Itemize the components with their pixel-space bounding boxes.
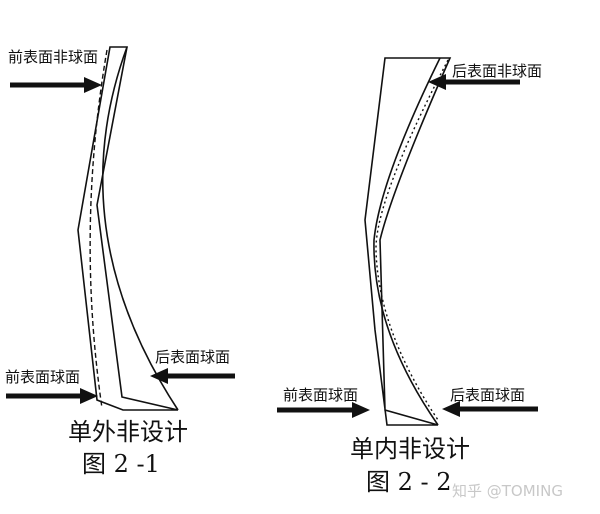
lens-2-rear-reference-dotted: [375, 59, 449, 421]
arrow-rear-aspheric: [428, 74, 520, 90]
label-rear-aspheric: 后表面非球面: [452, 62, 542, 80]
lens-1-rear-spherical-surface: [101, 46, 179, 411]
lens-2-rear-aspheric-surface: [373, 57, 441, 426]
label-rear-spherical-2: 后表面球面: [450, 386, 525, 404]
caption-number-2: 图 2 - 2: [366, 468, 452, 496]
caption-title-2: 单内非设计: [350, 435, 470, 463]
lens-2-outer-edge: [364, 57, 452, 426]
arrow-rear-spherical-1: [150, 368, 235, 384]
label-front-spherical-1: 前表面球面: [5, 368, 80, 386]
watermark: 知乎 @TOMING: [452, 482, 563, 500]
label-front-spherical-2: 前表面球面: [283, 386, 358, 404]
caption-number-1: 图 2 -1: [82, 450, 160, 478]
lens-1-front-reference-dashed: [89, 49, 108, 409]
caption-title-1: 单外非设计: [68, 418, 188, 446]
label-rear-spherical-1: 后表面球面: [155, 348, 230, 366]
figure-2-1: 前表面非球面 后表面球面 前表面球面 单外非设计 图 2 -1: [5, 46, 235, 478]
figure-2-2: 后表面非球面 前表面球面 后表面球面 单内非设计 图 2 - 2: [277, 57, 542, 496]
arrow-front-spherical-1: [6, 388, 98, 404]
arrow-rear-spherical-2: [442, 401, 538, 417]
arrow-front-aspheric: [10, 77, 102, 93]
label-front-aspheric: 前表面非球面: [8, 48, 98, 66]
arrow-front-spherical-2: [277, 402, 370, 418]
